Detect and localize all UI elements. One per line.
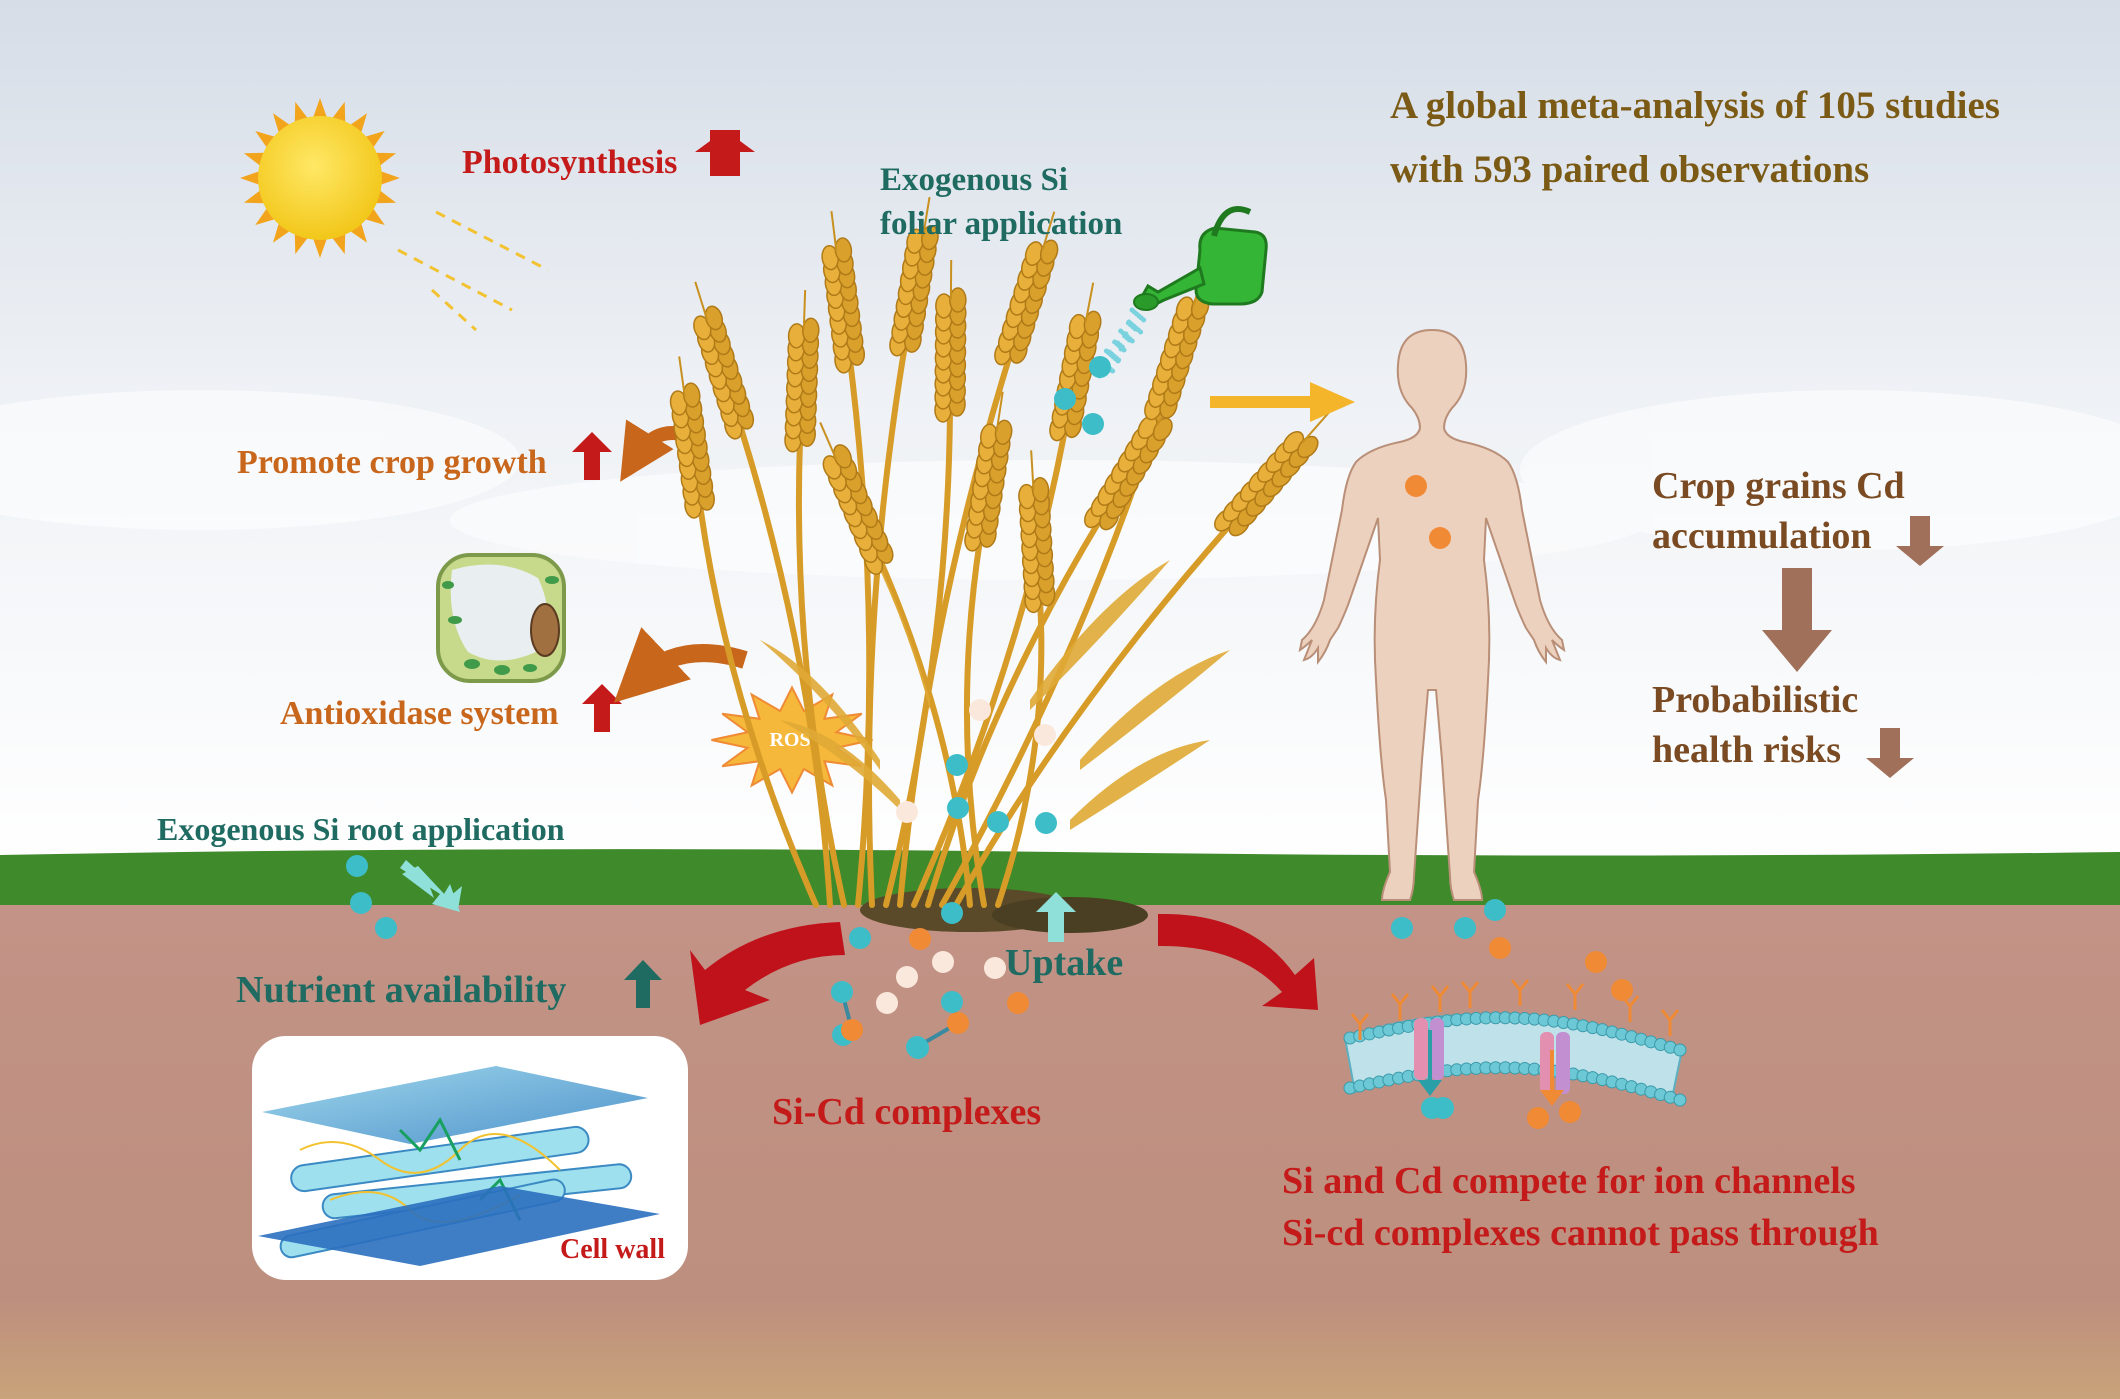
particle [1611, 979, 1633, 1001]
grains-to-risk-arrow [1762, 568, 1832, 672]
foliar-label-line2: foliar application [880, 206, 1122, 242]
particle [909, 928, 931, 950]
risk-label-line2: health risks [1652, 729, 1841, 771]
particle [350, 892, 372, 914]
compete-label-line2: Si-cd complexes cannot pass through [1282, 1212, 1879, 1254]
particle [1035, 812, 1057, 834]
human-body-icon [1298, 328, 1566, 901]
sun-icon [240, 98, 400, 258]
ros-burst: ROS [711, 685, 873, 795]
particle [1089, 356, 1111, 378]
particle [932, 951, 954, 973]
nutrient-increase-arrow [624, 960, 662, 1008]
particle [841, 1019, 863, 1041]
particle [1007, 992, 1029, 1014]
to-nutrient-arrow [690, 922, 845, 1025]
nutrient-label: Nutrient availability [236, 969, 566, 1011]
particle [947, 797, 969, 819]
antioxidase-increase-arrow [582, 684, 622, 732]
wheat-icon [669, 196, 1330, 933]
particle [896, 801, 918, 823]
particle [1527, 1107, 1549, 1129]
sunlight-rays [397, 210, 549, 332]
crop-growth-label: Promote crop growth [237, 444, 547, 481]
crop-growth-increase-arrow [572, 432, 612, 480]
watering-can-icon [1133, 206, 1268, 311]
uptake-label: Uptake [1005, 942, 1123, 984]
particles [346, 356, 1633, 1129]
ros-label: ROS [769, 729, 810, 751]
grass-strip [0, 849, 2120, 908]
photosynthesis-label: Photosynthesis [462, 144, 677, 181]
particle [969, 699, 991, 721]
particle [876, 992, 898, 1014]
grains-label-line2: accumulation [1652, 515, 1872, 557]
root-application-label: Exogenous Si root application [157, 811, 565, 847]
cell-wall-panel: Cell wall [252, 1036, 688, 1280]
compete-label-line1: Si and Cd compete for ion channels [1282, 1160, 1856, 1202]
particle [1585, 951, 1607, 973]
particle [984, 957, 1006, 979]
particle [1484, 899, 1506, 921]
particle [1054, 388, 1076, 410]
particle [941, 991, 963, 1013]
particle [1432, 1097, 1454, 1119]
particle [987, 811, 1009, 833]
antioxidase-label: Antioxidase system [280, 695, 559, 732]
risk-label-line1: Probabilistic [1652, 679, 1858, 721]
to-membrane-arrow [1158, 913, 1318, 1010]
particle [1082, 413, 1104, 435]
particle [946, 754, 968, 776]
water-spray [1092, 307, 1147, 379]
particle [1391, 917, 1413, 939]
grains-label-line1: Crop grains Cd [1652, 465, 1905, 507]
particle [907, 1037, 929, 1059]
particle [896, 966, 918, 988]
uptake-arrow [1036, 892, 1076, 942]
particle [375, 917, 397, 939]
root-application-arrow-body [400, 860, 460, 912]
plant-cell-icon [436, 553, 566, 683]
particle [1034, 724, 1056, 746]
study-title-line2: with 593 paired observations [1390, 148, 1869, 191]
study-title-line1: A global meta-analysis of 105 studies [1390, 84, 2000, 127]
particle [1559, 1101, 1581, 1123]
foliar-label-line1: Exogenous Si [880, 162, 1068, 198]
to-human-arrow [1210, 382, 1355, 422]
particle [831, 981, 853, 1003]
particle [941, 902, 963, 924]
cell-wall-label: Cell wall [560, 1234, 665, 1265]
particle [947, 1012, 969, 1034]
cell-membrane-icon [1343, 979, 1687, 1107]
particle [849, 927, 871, 949]
particle [346, 855, 368, 877]
grains-decrease-arrow [1896, 516, 1944, 566]
complexes-label: Si-Cd complexes [772, 1091, 1041, 1133]
photosynthesis-increase-arrow [695, 130, 755, 176]
particle [1489, 937, 1511, 959]
particle [1454, 917, 1476, 939]
risk-decrease-arrow [1866, 728, 1914, 778]
